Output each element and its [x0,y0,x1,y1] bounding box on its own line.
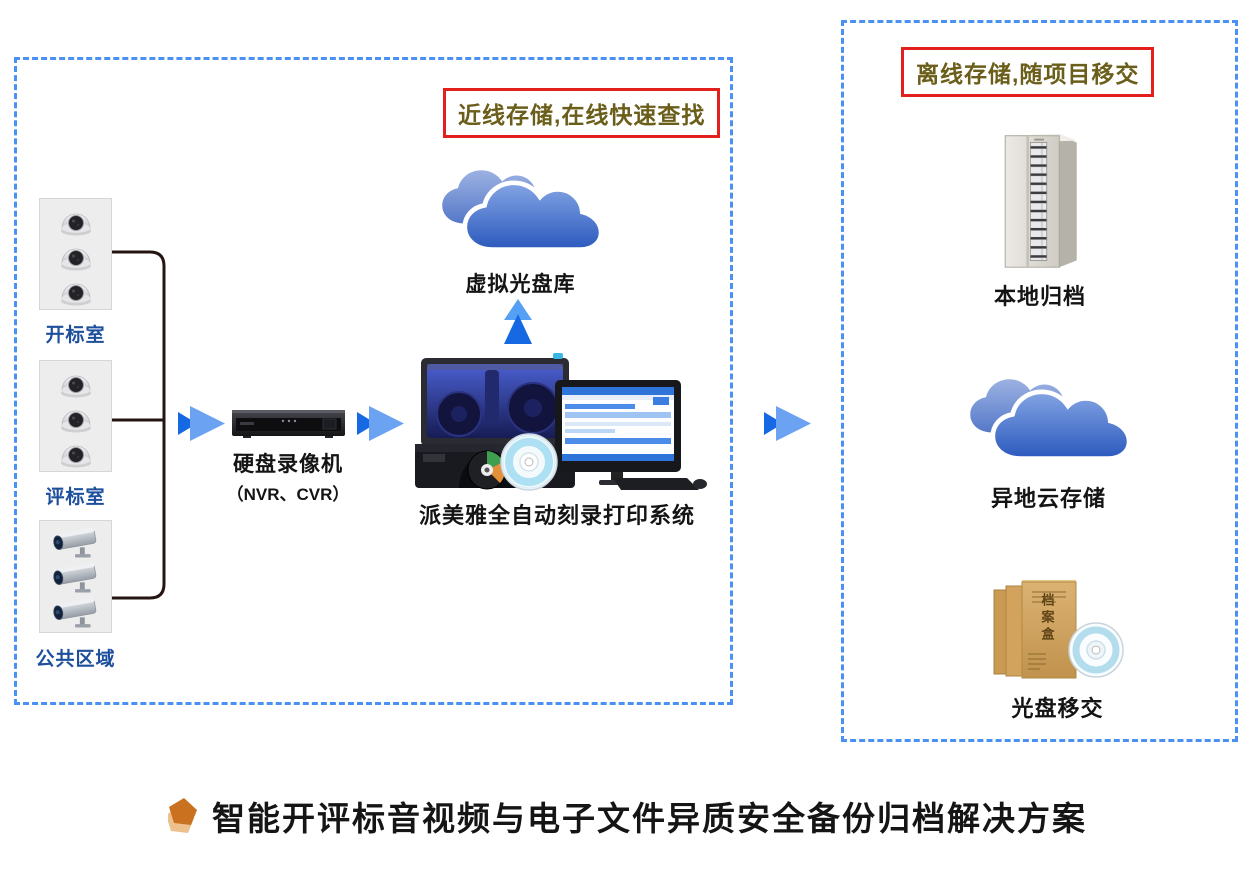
virtual-disc-library-node: 虚拟光盘库 [438,166,603,298]
nvr-sublabel: （NVR、CVR） [226,485,350,504]
camera-group-bid-evaluation-room [39,360,112,472]
dome-camera-icon [60,445,91,468]
virtual-disc-library-label: 虚拟光盘库 [465,273,576,296]
bullet-camera-icon [51,527,97,559]
dome-camera-icon [60,283,91,306]
disc-transfer-node: 档案盒 光盘移交 [985,576,1130,723]
offsite-cloud-label: 异地云存储 [990,486,1106,511]
local-archive-node: 本地归档 [975,128,1105,311]
disc-transfer-label: 光盘移交 [1011,696,1104,721]
archive-boxes-graphic: 档案盒 [988,576,1128,685]
nearline-storage-tag: 近线存储,在线快速查找 [443,88,721,138]
disc-burner-printer-icon [415,353,707,491]
offline-zone-box [841,20,1238,742]
flow-arrow-icon [357,406,404,441]
archive-boxes-icon [993,580,1124,679]
camera-group-public-area [39,520,112,633]
dome-camera-icon [60,410,91,433]
camera-group-label: 公共区域 [35,649,116,670]
diagram-title-bar: 智能开评标音视频与电子文件异质安全备份归档解决方案 [0,792,1255,840]
cloud-icon [970,379,1131,475]
offsite-cloud-node: 异地云存储 [966,375,1131,513]
diagram-title: 智能开评标音视频与电子文件异质安全备份归档解决方案 [212,800,1087,837]
upload-arrow-icon [504,299,532,344]
nvr-device-icon [231,410,345,438]
cloud-icon [442,170,603,266]
bullet-camera-icon [51,562,97,594]
dome-camera-icon [60,375,91,399]
orange-pentagon-bullet-icon [168,798,197,833]
storage-cabinet-icon [1004,133,1077,268]
camera-group-bid-opening-room [39,198,112,310]
dome-camera-icon [60,248,91,271]
nvr-label: 硬盘录像机 [233,453,343,476]
local-archive-label: 本地归档 [993,284,1086,309]
camera-group-label: 开标室 [45,325,106,346]
nearline-zone-box [14,57,733,705]
flow-arrow-icon [764,406,811,441]
offline-storage-tag: 离线存储,随项目移交 [901,47,1155,97]
dome-camera-icon [60,213,91,237]
nvr-node: 硬盘录像机 （NVR、CVR） [218,402,358,505]
burner-label: 派美雅全自动刻录打印系统 [418,503,695,528]
bullet-camera-icon [51,597,97,629]
disc-burner-system-node: 派美雅全自动刻录打印系统 [402,352,712,530]
camera-group-label: 评标室 [45,487,106,508]
archive-box-title-text: 档案盒 [1039,593,1055,644]
